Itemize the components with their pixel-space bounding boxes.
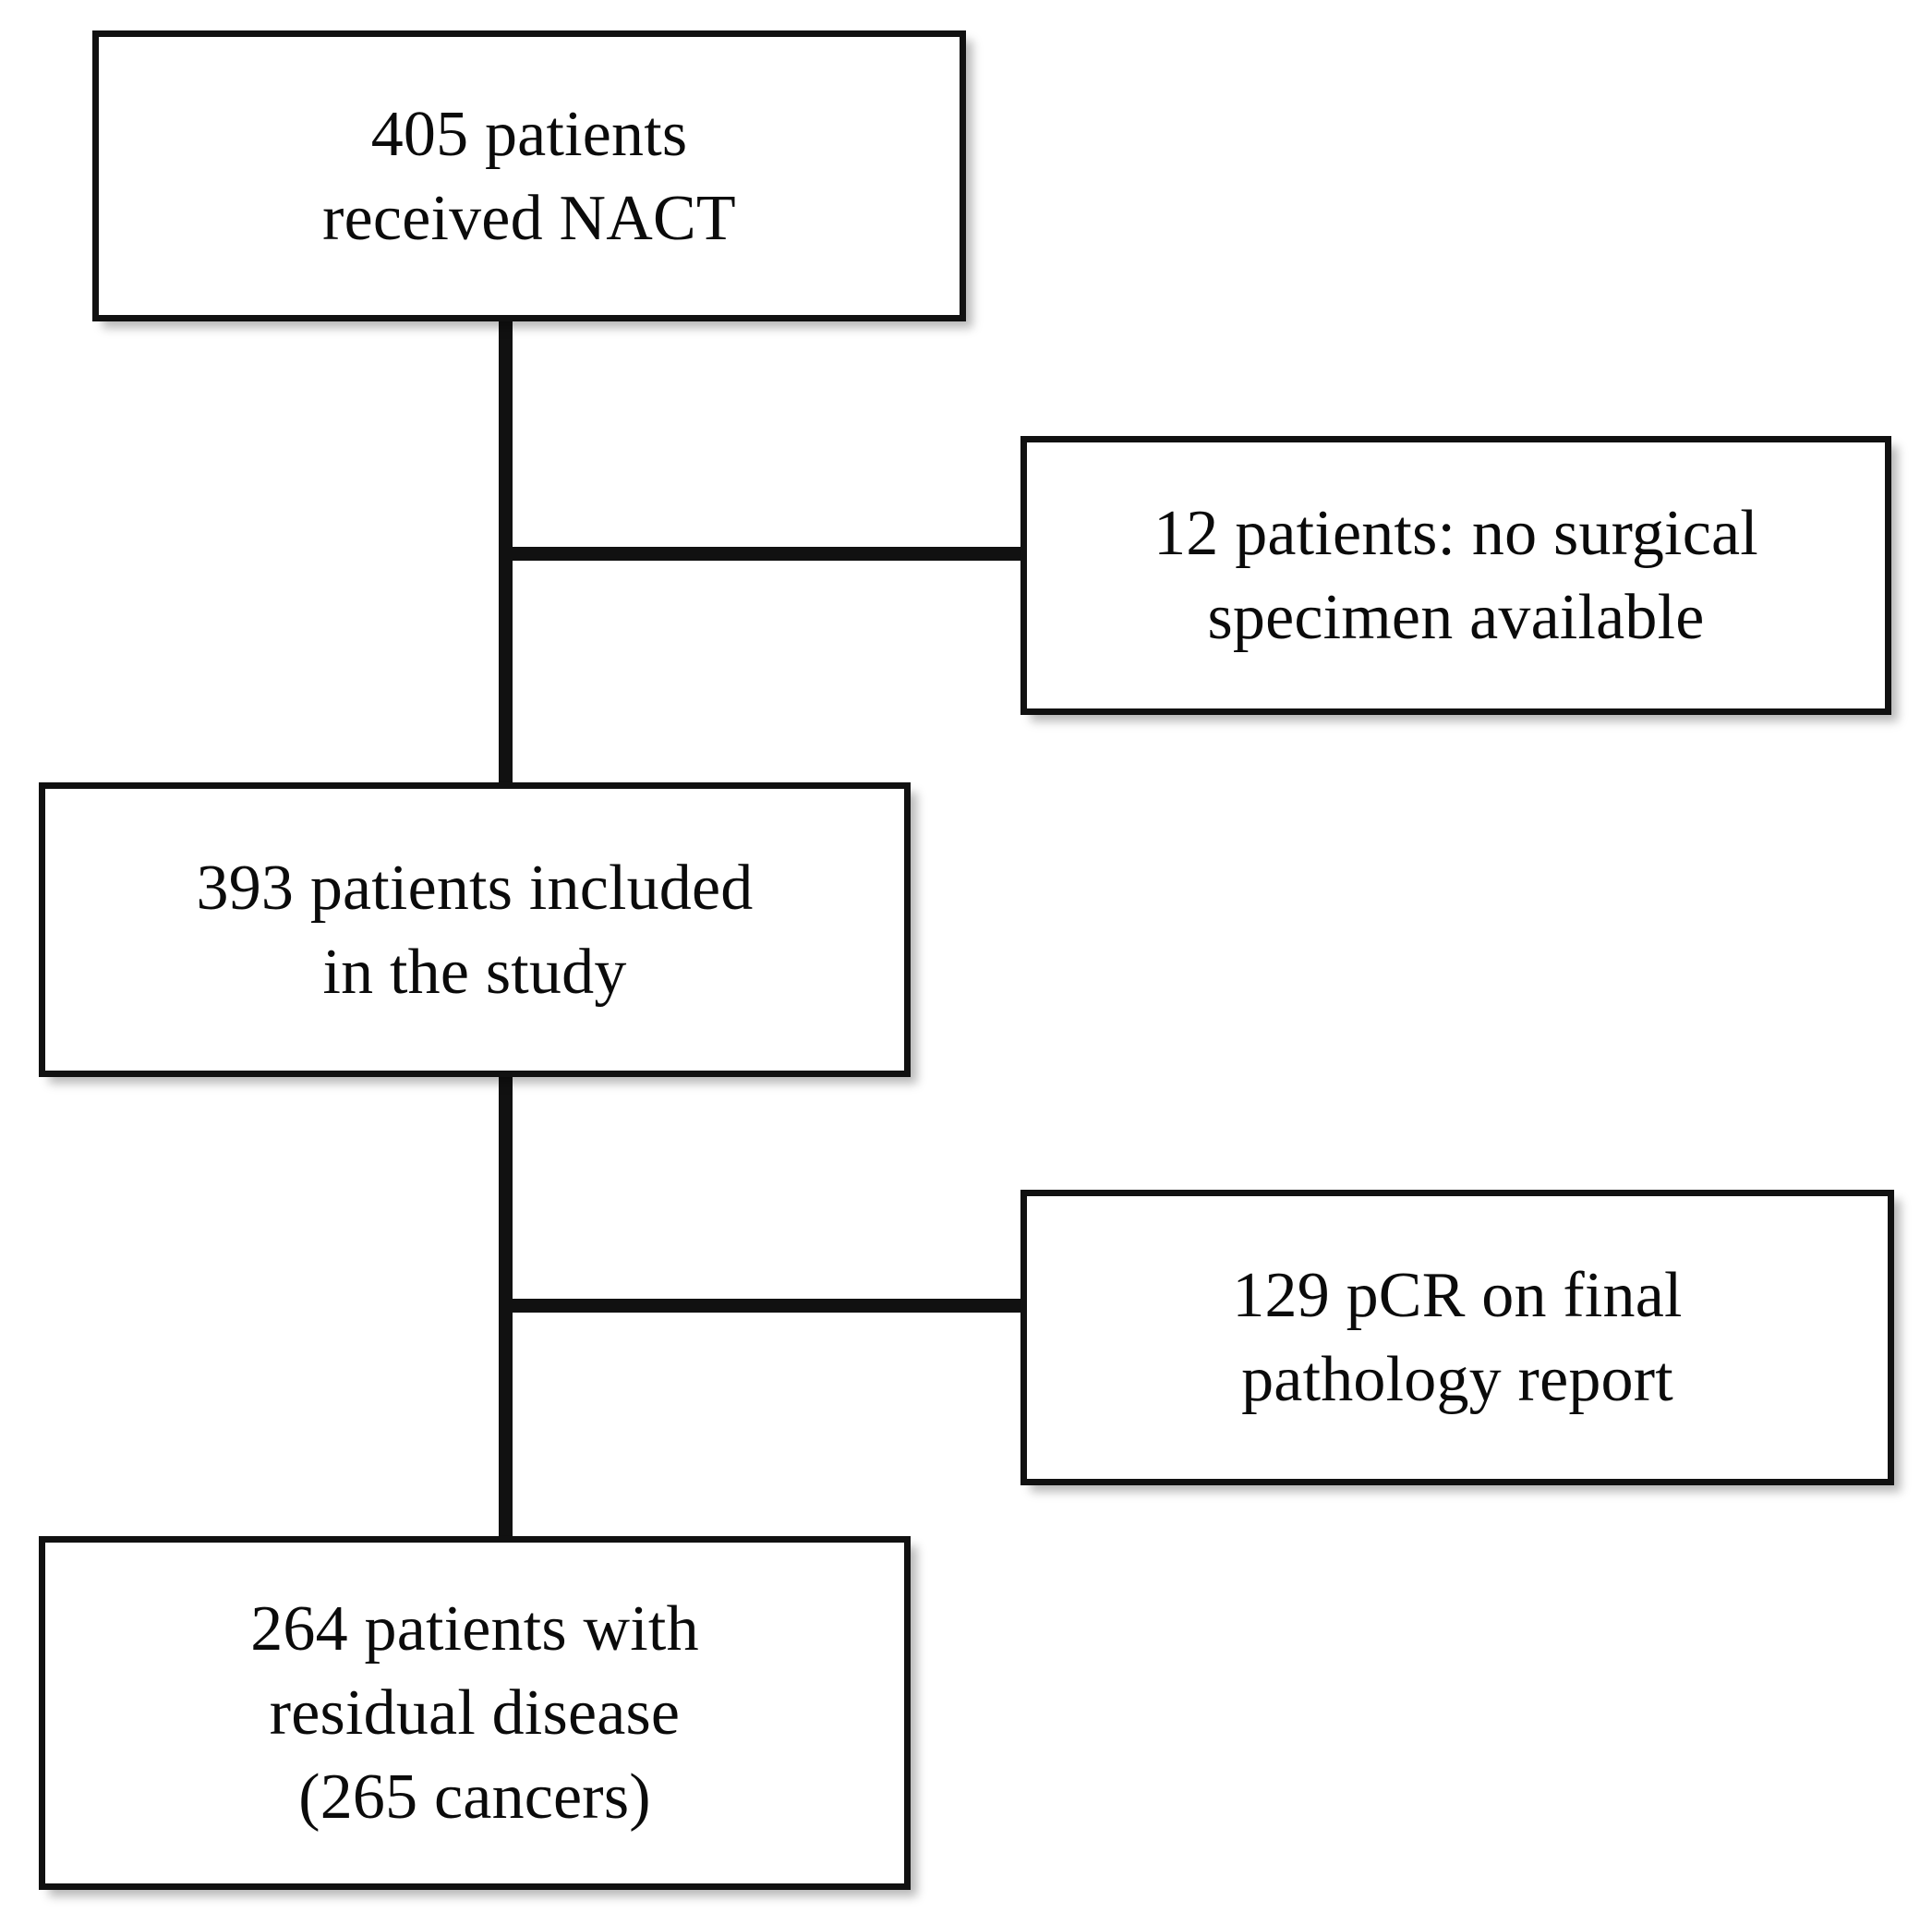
flow-node-included-label: 393 patients included in the study [196, 852, 754, 1008]
flow-node-pcr: 129 pCR on final pathology report [1020, 1190, 1894, 1485]
flow-node-nact: 405 patients received NACT [92, 30, 966, 321]
flow-node-included: 393 patients included in the study [39, 782, 911, 1077]
flow-node-no-specimen: 12 patients: no surgical specimen availa… [1020, 436, 1891, 715]
flow-node-pcr-label: 129 pCR on final pathology report [1232, 1260, 1683, 1415]
flow-node-residual: 264 patients with residual disease (265 … [39, 1536, 911, 1890]
connector-branch-pcr [499, 1299, 1027, 1313]
flow-node-residual-label: 264 patients with residual disease (265 … [250, 1593, 699, 1833]
flow-node-no-specimen-label: 12 patients: no surgical specimen availa… [1153, 498, 1758, 653]
flow-node-nact-label: 405 patients received NACT [322, 98, 736, 254]
connector-branch-no-specimen [499, 547, 1027, 561]
